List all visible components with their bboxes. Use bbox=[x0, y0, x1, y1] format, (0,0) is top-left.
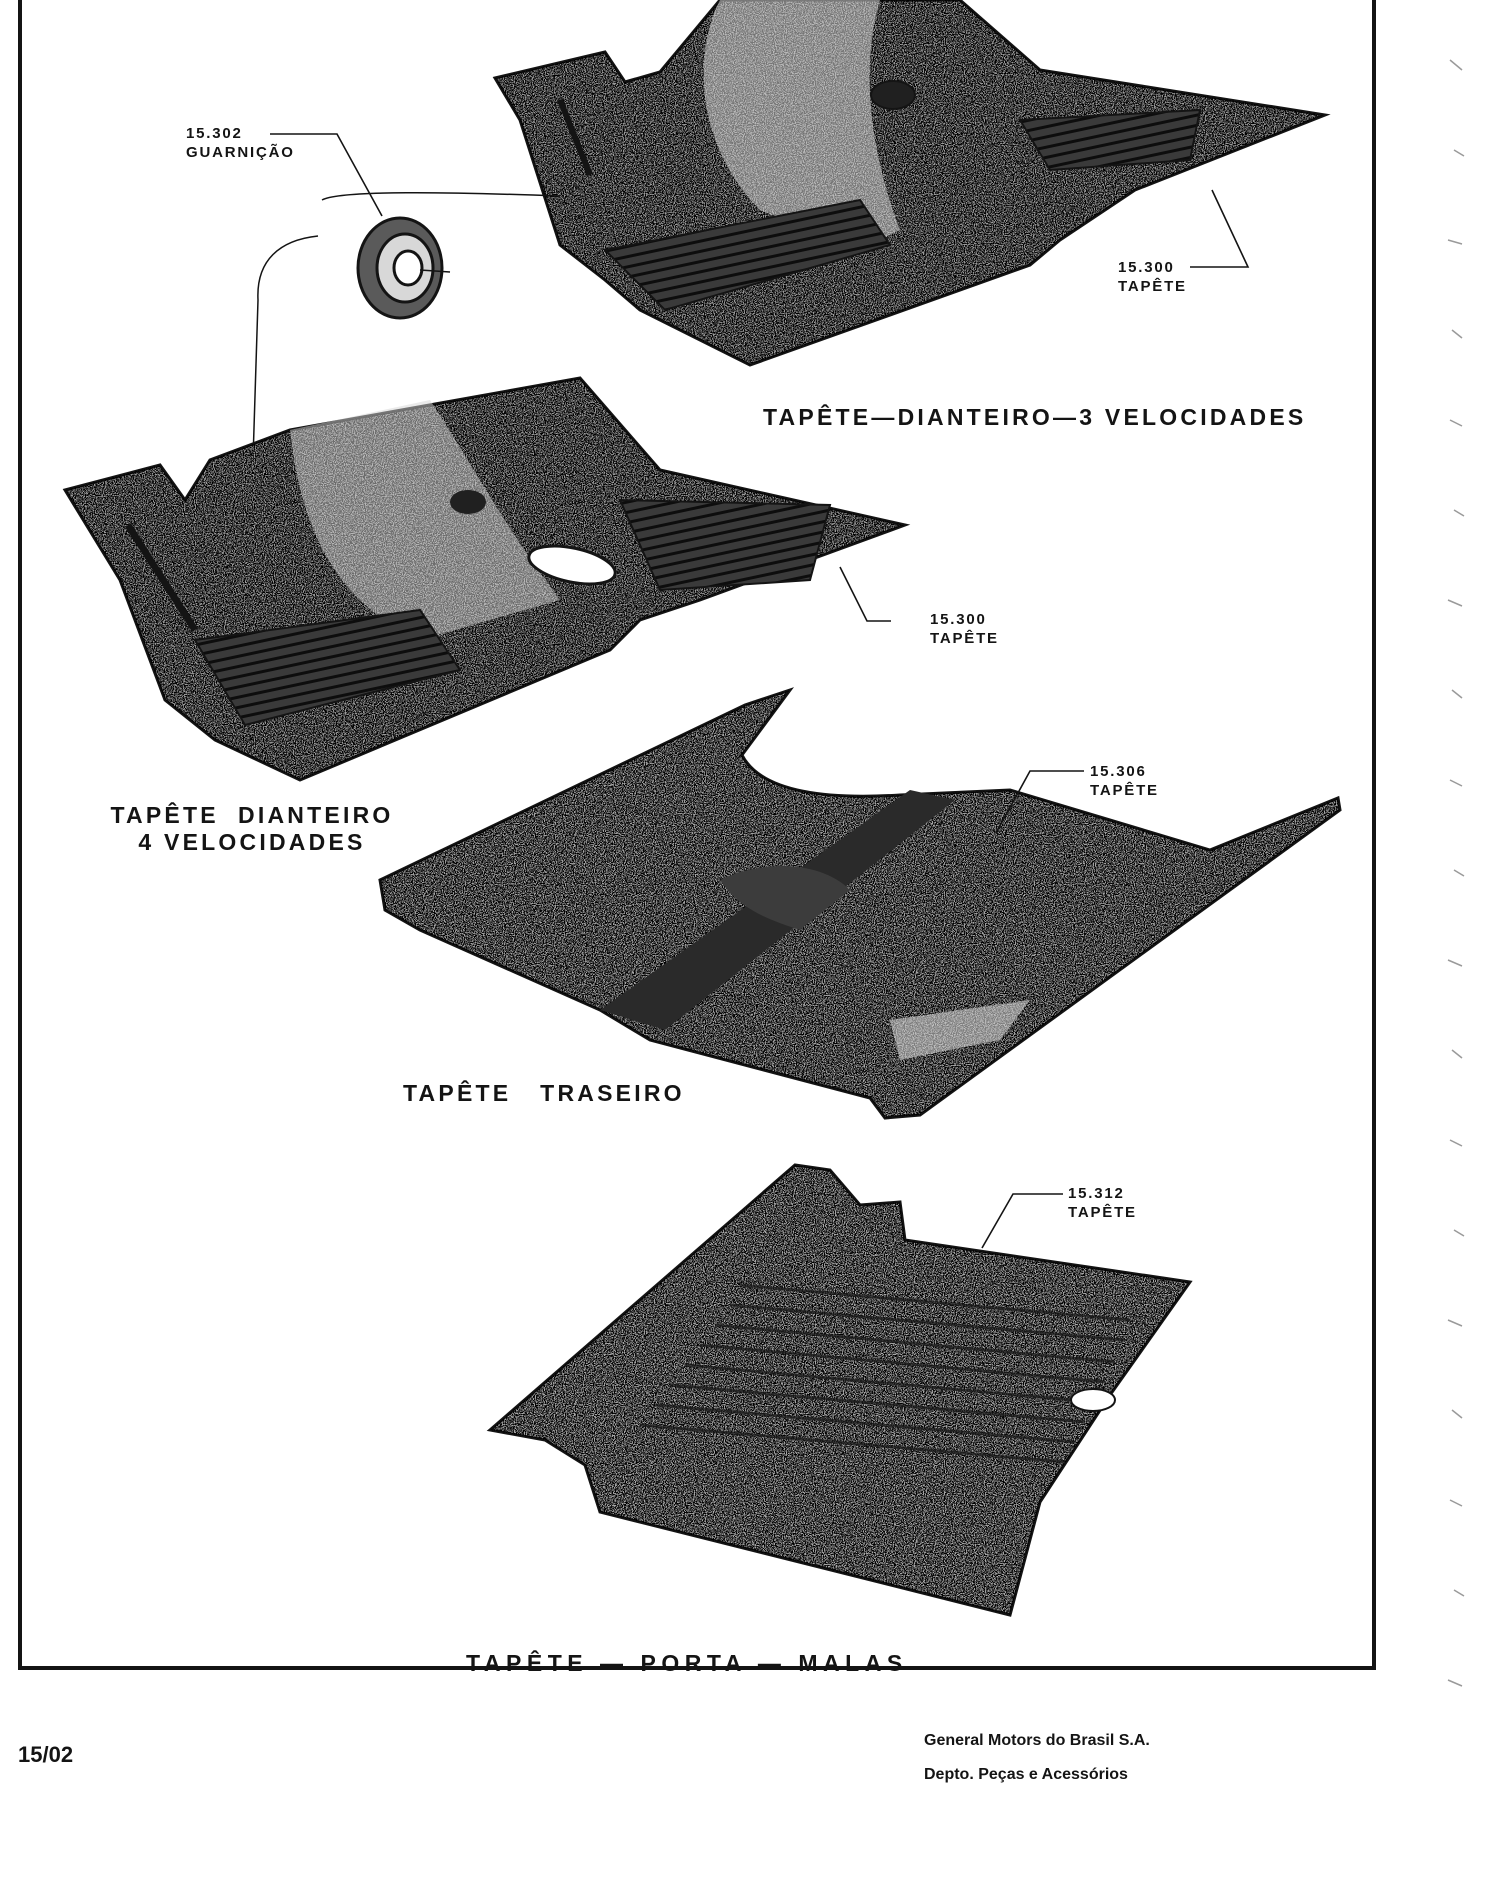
label-rear-code: 15.306 bbox=[1090, 763, 1147, 780]
label-front4-name: TAPÊTE bbox=[930, 630, 999, 647]
front-mat-4-speed-drawing bbox=[62, 376, 911, 782]
label-rear-part: 15.306 TAPÊTE bbox=[1090, 762, 1159, 800]
leader-lines bbox=[270, 133, 1250, 1249]
caption-front-4-line1: TAPÊTE DIANTEIRO bbox=[110, 802, 394, 828]
page-number: 15/02 bbox=[18, 1742, 74, 1767]
label-guarnicao-code: 15.302 bbox=[186, 125, 243, 142]
label-rear-name: TAPÊTE bbox=[1090, 782, 1159, 799]
page-frame bbox=[18, 0, 1376, 1670]
grommet-drawing bbox=[247, 191, 561, 621]
label-trunk-part: 15.312 TAPÊTE bbox=[1068, 1184, 1137, 1222]
label-trunk-code: 15.312 bbox=[1068, 1185, 1125, 1202]
front-mat-3-speed-drawing bbox=[492, 0, 1331, 367]
caption-trunk: TAPÊTE — PORTA — MALAS bbox=[466, 1650, 908, 1676]
label-guarnicao: 15.302 GUARNIÇÃO bbox=[186, 124, 295, 162]
caption-front-3-speed: TAPÊTE—DIANTEIRO—3 VELOCIDADES bbox=[763, 404, 1307, 430]
label-front3-part: 15.300 TAPÊTE bbox=[1118, 258, 1187, 296]
label-front4-code: 15.300 bbox=[930, 611, 987, 628]
caption-rear: TAPÊTE TRASEIRO bbox=[403, 1080, 685, 1106]
trunk-mat-drawing bbox=[486, 1163, 1193, 1617]
label-front3-code: 15.300 bbox=[1118, 259, 1175, 276]
company-name: General Motors do Brasil S.A. bbox=[924, 1732, 1150, 1749]
label-front3-name: TAPÊTE bbox=[1118, 278, 1187, 295]
label-front4-part: 15.300 TAPÊTE bbox=[930, 610, 999, 648]
caption-front-4-speed: TAPÊTE DIANTEIRO 4 VELOCIDADES bbox=[92, 802, 412, 856]
label-guarnicao-name: GUARNIÇÃO bbox=[186, 144, 295, 161]
caption-front-4-line2: 4 VELOCIDADES bbox=[138, 829, 366, 855]
footer-company-block: General Motors do Brasil S.A. Depto. Peç… bbox=[924, 1724, 1150, 1792]
department-name: Depto. Peças e Acessórios bbox=[924, 1766, 1128, 1783]
rear-mat-drawing bbox=[378, 687, 1342, 1120]
margin-marks bbox=[1447, 59, 1465, 1687]
label-trunk-name: TAPÊTE bbox=[1068, 1204, 1137, 1221]
